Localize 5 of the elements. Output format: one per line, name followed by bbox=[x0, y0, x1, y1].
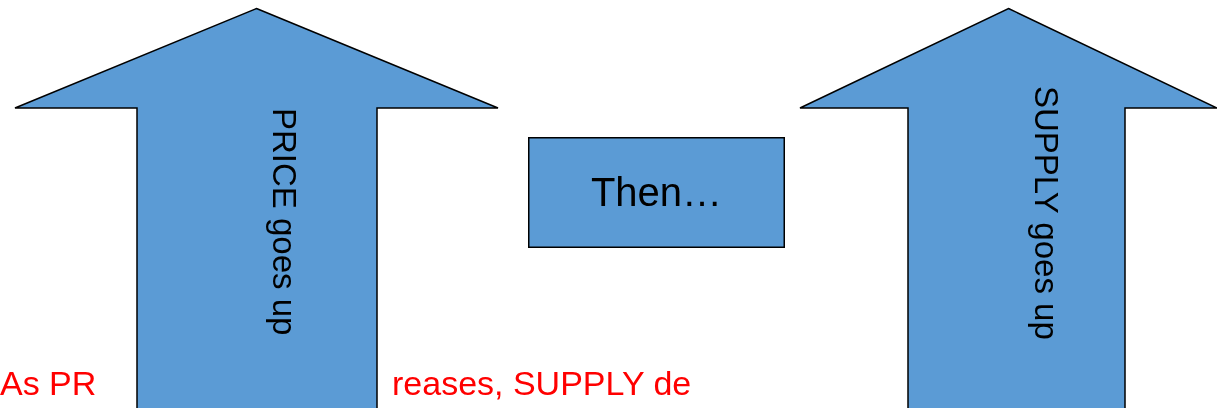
note-text: As PR bbox=[0, 364, 97, 403]
note-text: reases, SUPPLY de bbox=[392, 364, 692, 403]
arrow-label: SUPPLY goes up bbox=[1027, 86, 1065, 342]
box-label: Then… bbox=[590, 170, 723, 215]
arrow-label: PRICE goes up bbox=[265, 108, 303, 338]
